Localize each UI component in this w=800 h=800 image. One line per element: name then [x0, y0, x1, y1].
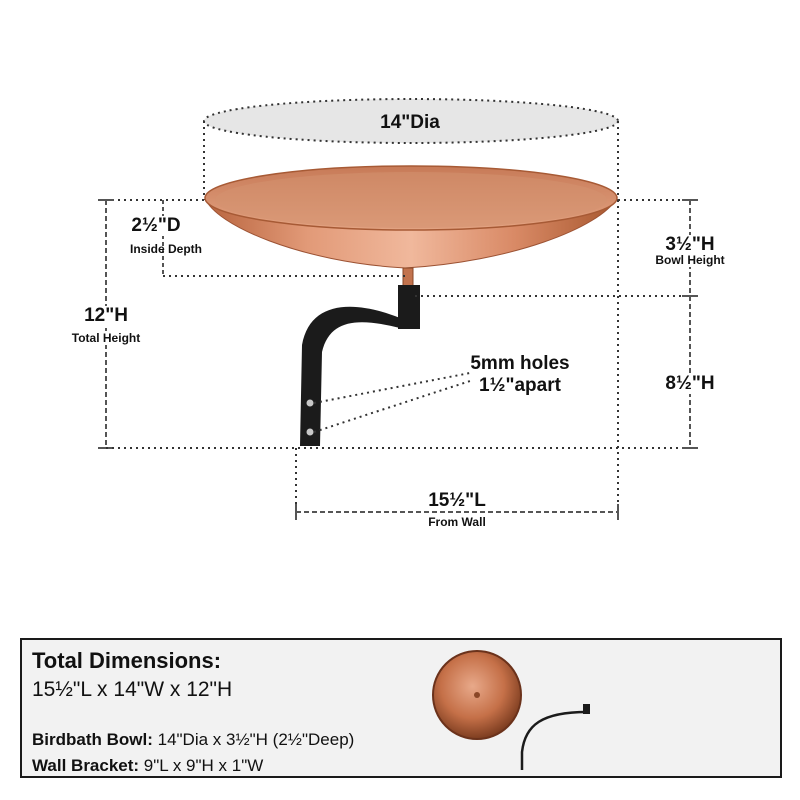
diameter-label: 14"Dia — [380, 112, 440, 133]
summary-bowl-row: Birdbath Bowl: 14"Dia x 3½"H (2½"Deep) — [32, 730, 354, 750]
summary-total: 15½"L x 14"W x 12"H — [32, 678, 233, 701]
bowl-height-label: Bowl Height — [640, 253, 740, 267]
total-height-value: 12"H — [66, 306, 146, 326]
thumbnails — [432, 650, 590, 770]
from-wall-value: 15½"L — [412, 491, 502, 511]
holes-leader-upper — [313, 372, 471, 404]
bracket-hole-lower — [306, 428, 314, 436]
summary-bracket-label: Wall Bracket: — [32, 756, 140, 775]
summary-bracket-value: 9"L x 9"H x 1"W — [139, 756, 264, 775]
inside-depth-value: 2½"D — [116, 216, 196, 236]
bowl-inner — [215, 172, 607, 228]
total-height-label: Total Height — [56, 331, 156, 345]
summary-title: Total Dimensions: — [32, 648, 222, 673]
bracket-height-value: 8½"H — [650, 374, 730, 394]
total-dimensions-box: Total Dimensions: 15½"L x 14"W x 12"H Bi… — [20, 638, 782, 778]
bracket-clamp — [398, 285, 420, 329]
summary-bowl-value: 14"Dia x 3½"H (2½"Deep) — [152, 730, 355, 749]
wall-bracket — [300, 306, 400, 446]
summary-bowl-label: Birdbath Bowl: — [32, 730, 153, 749]
diagram-drawing — [98, 98, 698, 520]
wall-bracket-thumbnail — [520, 710, 588, 770]
summary-bracket-row: Wall Bracket: 9"L x 9"H x 1"W — [32, 756, 263, 776]
holes-line1: 5mm holes — [470, 353, 570, 374]
bowl-top-view-center — [474, 692, 480, 698]
inside-depth-label: Inside Depth — [129, 242, 202, 256]
from-wall-label: From Wall — [428, 515, 486, 529]
bowl-height-value: 3½"H — [650, 235, 730, 255]
bracket-hole-upper — [306, 399, 314, 407]
holes-line2: 1½"apart — [479, 375, 561, 396]
wall-bracket-thumbnail-clamp — [583, 704, 590, 714]
